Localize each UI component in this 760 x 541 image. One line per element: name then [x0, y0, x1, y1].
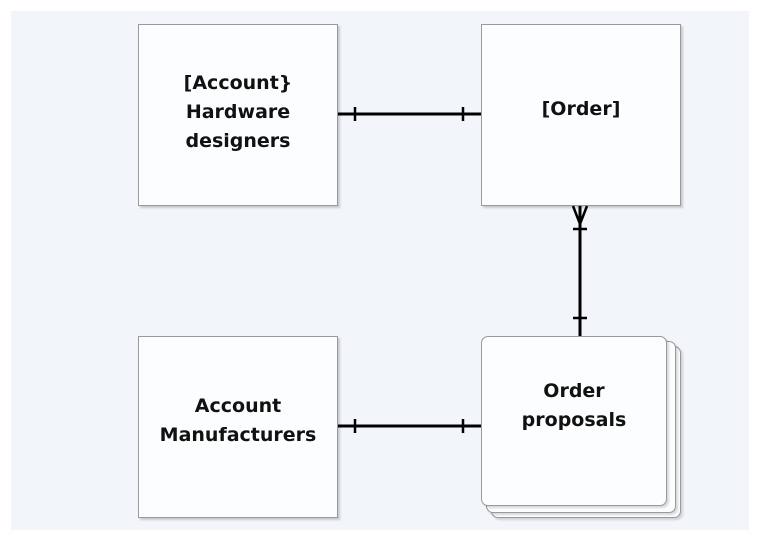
entity-manufacturers[interactable]: Account Manufacturers [138, 336, 338, 518]
entity-label: Account Manufacturers [159, 395, 317, 446]
entity-label: Order proposals [521, 380, 627, 431]
entity-order-proposals[interactable]: Order proposals [481, 336, 667, 506]
entity-hardware-designers[interactable]: [Account} Hardware designers [138, 24, 338, 206]
entity-label: [Order] [541, 97, 621, 120]
entity-label: [Account} Hardware designers [183, 71, 293, 152]
entity-order[interactable]: [Order] [481, 24, 681, 206]
